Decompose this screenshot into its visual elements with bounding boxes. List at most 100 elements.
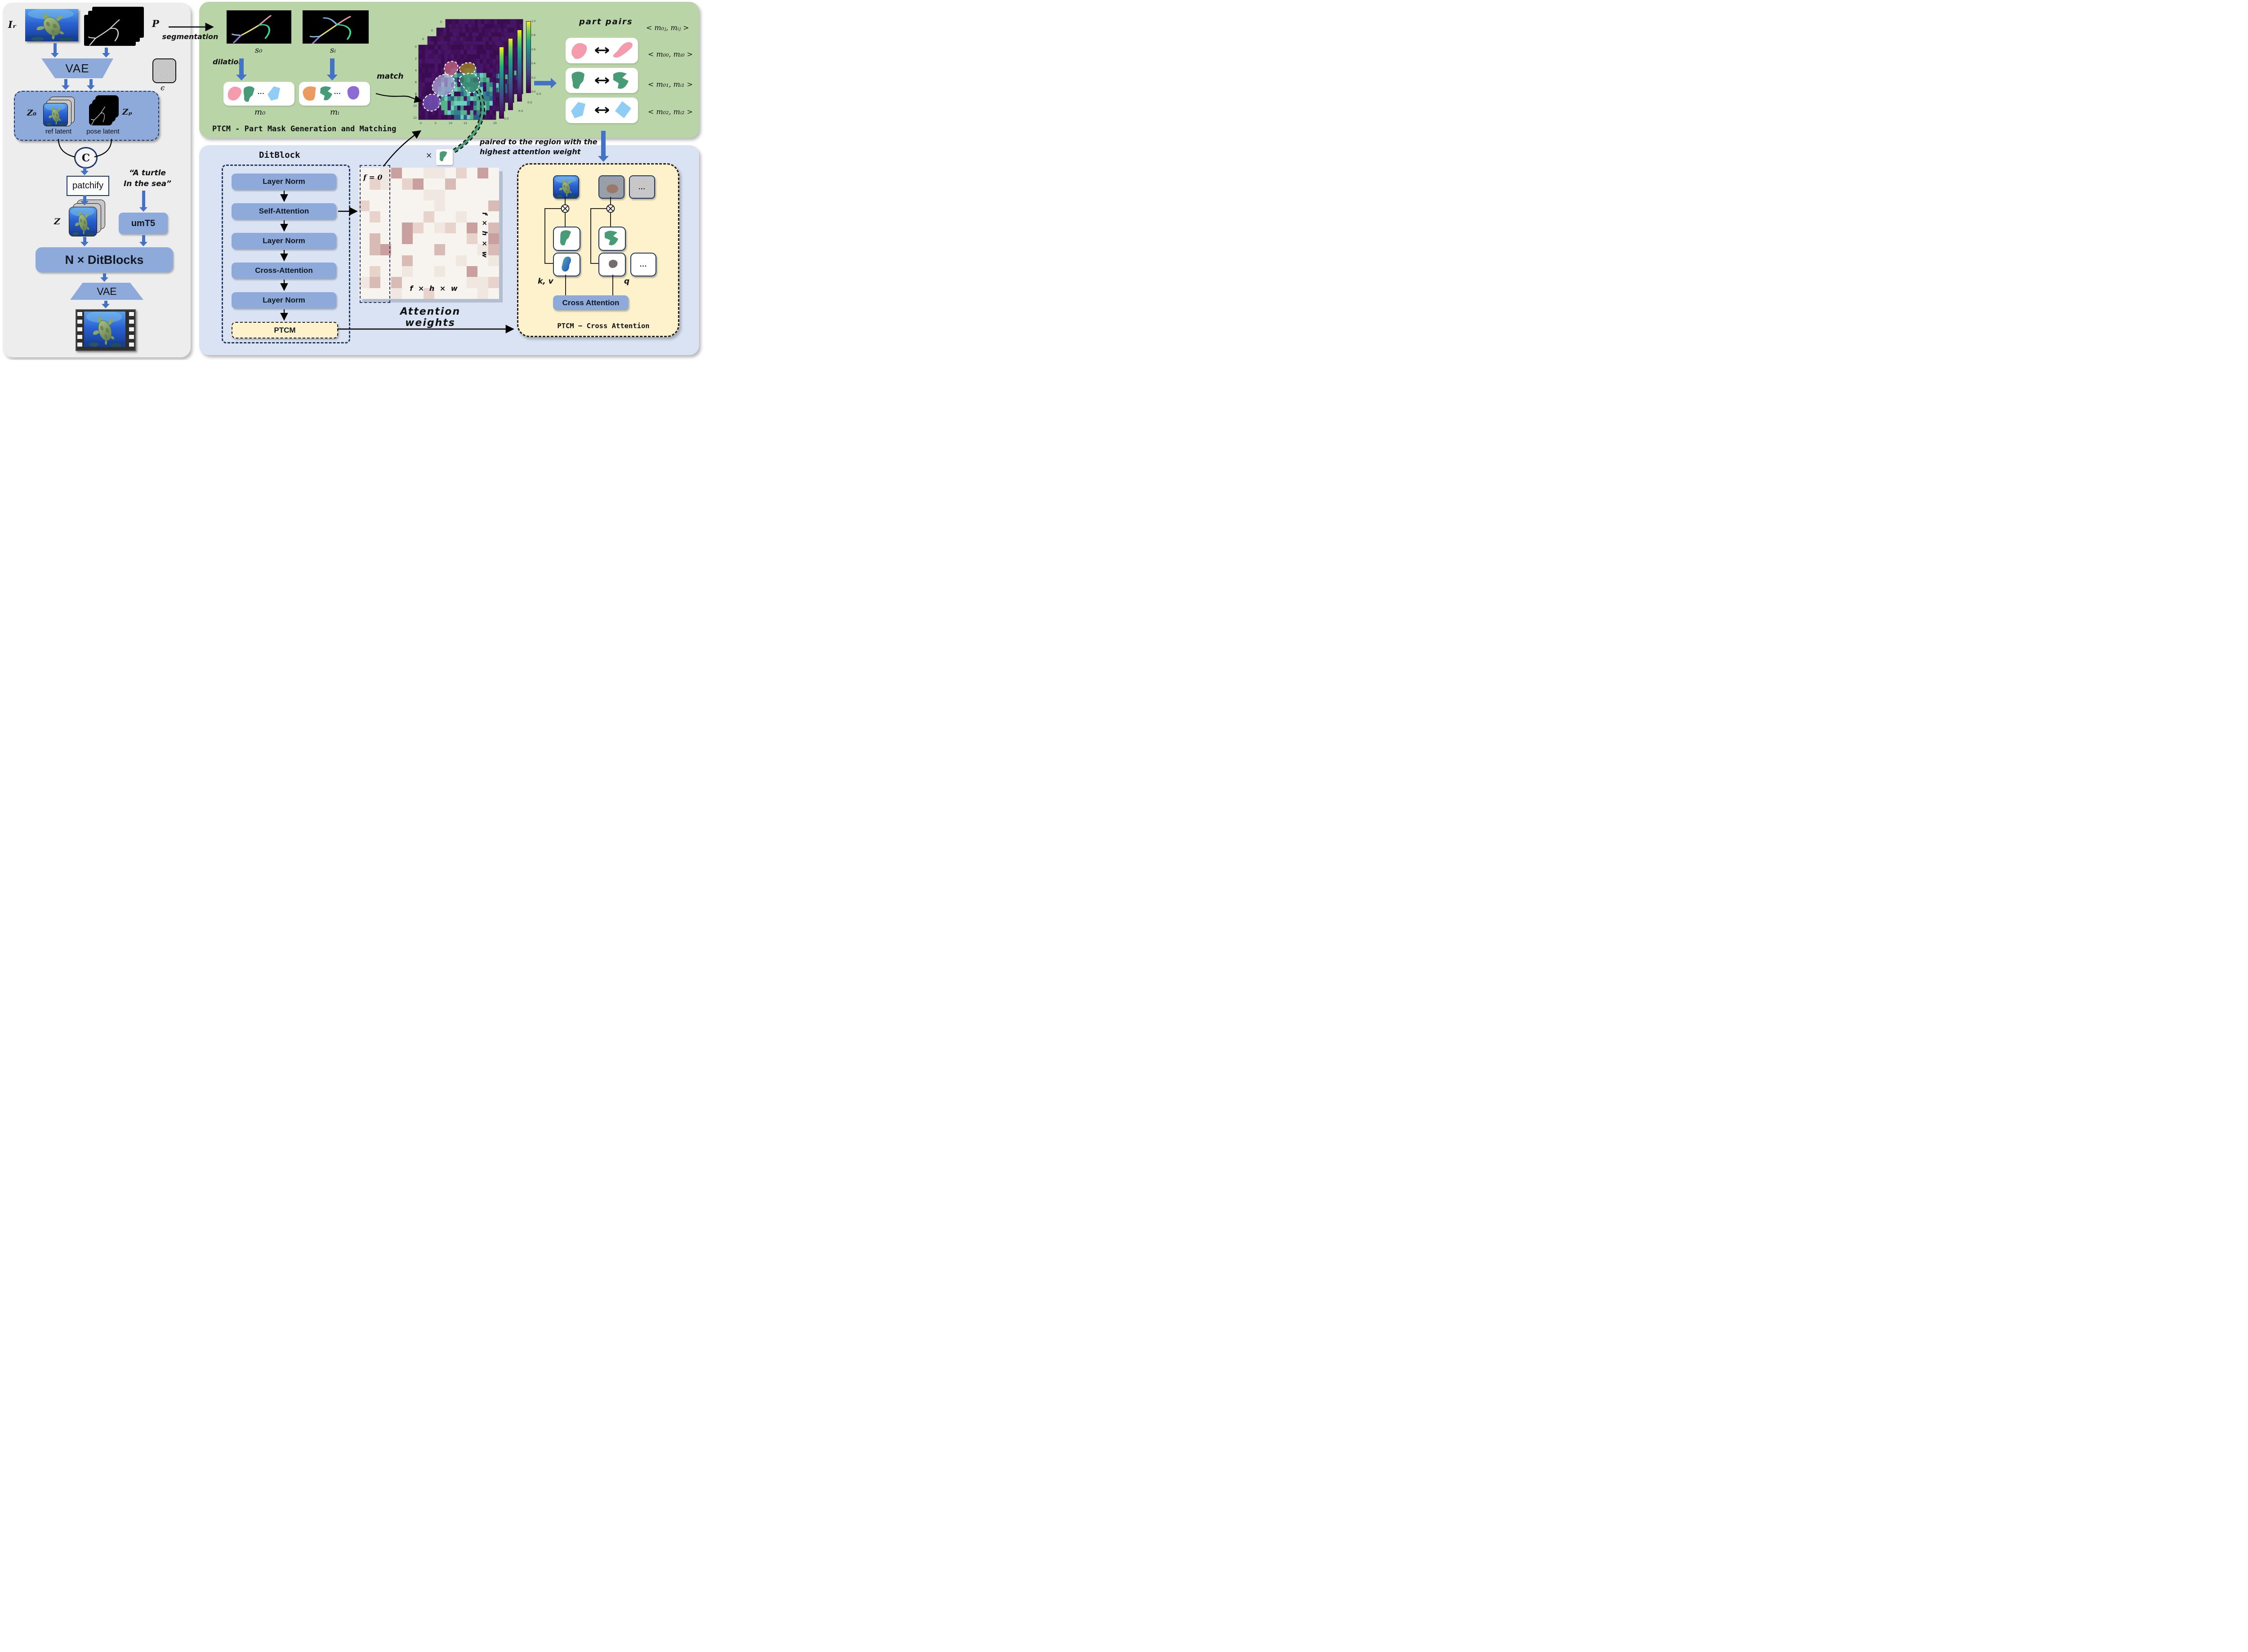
attention-cell: [402, 277, 413, 288]
svg-text:4: 4: [415, 69, 417, 72]
flow-arrow-pose-to-vae: [102, 48, 110, 58]
attention-cell: [370, 200, 380, 212]
attention-cell: [467, 244, 477, 255]
attention-cell: [488, 200, 499, 212]
attention-cell: [467, 178, 477, 190]
attention-cell: [359, 233, 370, 245]
attention-cell: [391, 277, 402, 288]
heatmap-colorbar: [526, 21, 531, 93]
svg-text:15: 15: [464, 121, 467, 125]
q-green-mask: [605, 231, 618, 245]
attention-cell: [424, 255, 434, 266]
heatmap-colorbar: [499, 47, 504, 119]
attention-cell: [467, 200, 477, 212]
svg-text:0.0: 0.0: [518, 109, 523, 113]
dit-box-label: Self-Attention: [259, 207, 309, 215]
attention-cell: [445, 222, 456, 233]
attention-cell: [456, 200, 467, 212]
pair-arrow-left-right: [595, 77, 609, 84]
vae-encoder-label: VAE: [65, 61, 89, 75]
m0-pink-mask: [227, 86, 241, 101]
attention-cell: [370, 244, 380, 255]
attention-cell: [359, 288, 370, 299]
svg-text:0.0: 0.0: [527, 101, 532, 104]
mi-green-mask: [320, 86, 332, 101]
dims-label-right: f × h × w: [481, 212, 489, 259]
svg-text:6: 6: [415, 80, 417, 84]
flow-arrow-vae-to-latent-1: [62, 79, 70, 90]
svg-text:2: 2: [415, 57, 417, 60]
kv-turtle-fragment: [562, 256, 571, 272]
pair-label-generic: < m₀ⱼ, mᵢⱼ >: [646, 23, 689, 32]
note-bold: highest: [480, 147, 510, 156]
attention-cell: [413, 255, 424, 266]
mi-orange-mask: [303, 86, 316, 101]
heatmap-purple-region: [422, 94, 441, 111]
ditblock-title: DitBlock: [259, 150, 300, 160]
svg-text:0.0: 0.0: [536, 92, 541, 96]
attention-weights-matrix: [359, 168, 499, 299]
attention-cell: [402, 211, 413, 223]
heatmap-pink-region: [444, 61, 459, 77]
attention-cell: [370, 168, 380, 179]
flow-arrow-s0-dilation: [236, 58, 247, 80]
attention-cell: [456, 233, 467, 245]
attention-cell: [413, 211, 424, 223]
attention-cell: [477, 288, 488, 299]
pair-card-green: [566, 68, 638, 93]
skeleton-si-image: [303, 10, 369, 44]
dit-box-self-attention: Self-Attention: [232, 203, 336, 219]
attention-cell: [413, 277, 424, 288]
attention-cell: [359, 168, 370, 179]
pair-card-pink: [566, 38, 638, 63]
vae-decoder: VAE: [70, 283, 143, 300]
attention-cell: [413, 200, 424, 212]
attention-cell: [445, 178, 456, 190]
attention-cell: [434, 200, 445, 212]
attention-cell: [445, 277, 456, 288]
ref-image-label: Iᵣ: [8, 19, 17, 30]
attention-cell: [477, 189, 488, 200]
dit-box-label: Layer Norm: [263, 177, 305, 186]
frame-zero-region: [360, 165, 390, 303]
concat-node: C: [74, 147, 98, 169]
pose-latent-caption: pose latent: [86, 127, 120, 135]
attention-cell: [456, 168, 467, 179]
dit-box-ptcm: PTCM: [232, 322, 338, 338]
attention-cell: [456, 178, 467, 190]
attention-cell: [391, 211, 402, 223]
ptcm-cross-attention-caption: PTCM − Cross Attention: [557, 322, 650, 330]
m0-mask-shapes: [227, 86, 280, 102]
si-label: sᵢ: [330, 45, 336, 55]
attention-cell: [402, 233, 413, 245]
attention-cell: [370, 222, 380, 233]
part-pairs-title: part pairs: [579, 17, 633, 27]
flow-arrow-vae-to-latent-2: [87, 79, 95, 90]
svg-text:20: 20: [478, 121, 482, 125]
attention-cell: [359, 189, 370, 200]
svg-text:0: 0: [415, 45, 417, 49]
attention-cell: [424, 200, 434, 212]
attention-cell: [413, 244, 424, 255]
attention-cell: [391, 178, 402, 190]
attention-cell: [467, 189, 477, 200]
attention-cell: [488, 244, 499, 255]
attention-cell: [391, 233, 402, 245]
attention-weights-caption: Attention weights: [400, 306, 461, 329]
attention-cell: [488, 222, 499, 233]
dit-box-label: PTCM: [274, 325, 296, 334]
mi-ellipsis: ...: [334, 88, 341, 96]
attention-cell: [402, 288, 413, 299]
flow-arrow-patchify-to-z: [80, 195, 89, 205]
q-ellipsis: ...: [639, 260, 647, 268]
attention-cell: [413, 168, 424, 179]
attention-cell: [391, 288, 402, 299]
attention-cell: [402, 255, 413, 266]
attention-cell: [456, 189, 467, 200]
attention-cell: [445, 233, 456, 245]
attention-cell: [434, 178, 445, 190]
svg-text:25: 25: [493, 121, 497, 125]
heatmap-colorbar: [508, 38, 513, 110]
attention-cell: [391, 200, 402, 212]
